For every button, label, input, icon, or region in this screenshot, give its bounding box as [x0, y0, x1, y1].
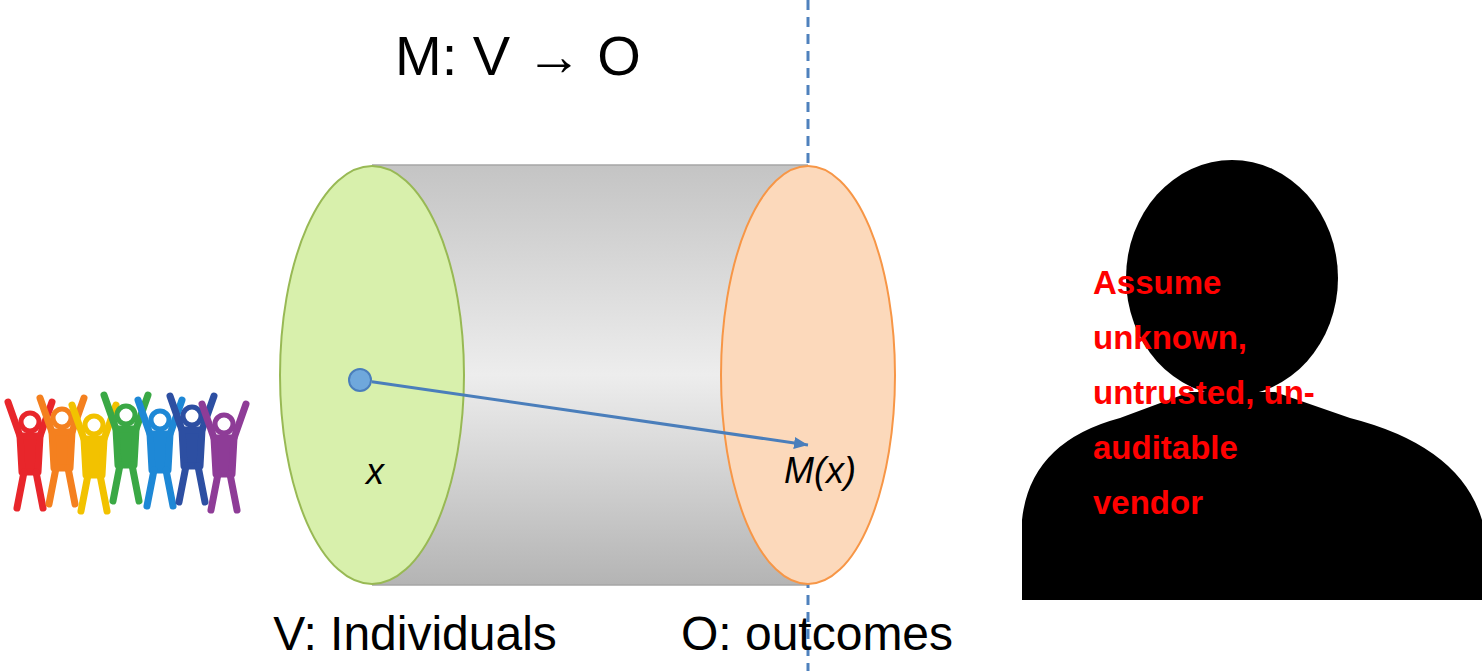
person-figure [202, 404, 246, 510]
cylinder-edge [372, 164, 808, 166]
point-label-slot: x [366, 450, 384, 493]
point-dot-outline [348, 368, 372, 392]
set-ellipse: O: outcomesM(x) [720, 165, 896, 585]
cylinder-edge [372, 584, 808, 586]
set-ellipse-shape [721, 166, 895, 584]
set-label: V: Individuals [273, 605, 557, 663]
set-ellipse-shape [280, 166, 464, 584]
warning-text: Assume unknown, untrusted, un-auditable … [1093, 255, 1315, 530]
title-slot: M: V → O [395, 22, 641, 89]
point-dot-shape [349, 369, 371, 391]
vendor-silhouette: Assume unknown, untrusted, un-auditable … [1020, 160, 1482, 600]
person-figure [72, 405, 116, 511]
point-box: M(x) [778, 445, 862, 496]
point-label: x [366, 450, 384, 493]
warning-text-slot: Assume unknown, untrusted, un-auditable … [1093, 255, 1315, 530]
set-ellipse: V: Individualsx [279, 165, 465, 585]
silhouette-body [1022, 392, 1482, 600]
set-label-slot: O: outcomes [681, 605, 953, 663]
mapping-arrow [372, 382, 808, 445]
set-ellipse-outline [720, 165, 896, 585]
set-ellipse-outline [279, 165, 465, 585]
point-dot: x [348, 368, 372, 392]
point-label: M(x) [784, 449, 856, 492]
set-label: O: outcomes [681, 605, 953, 663]
set-label-slot: V: Individuals [273, 605, 557, 663]
title: M: V → O [395, 22, 641, 89]
